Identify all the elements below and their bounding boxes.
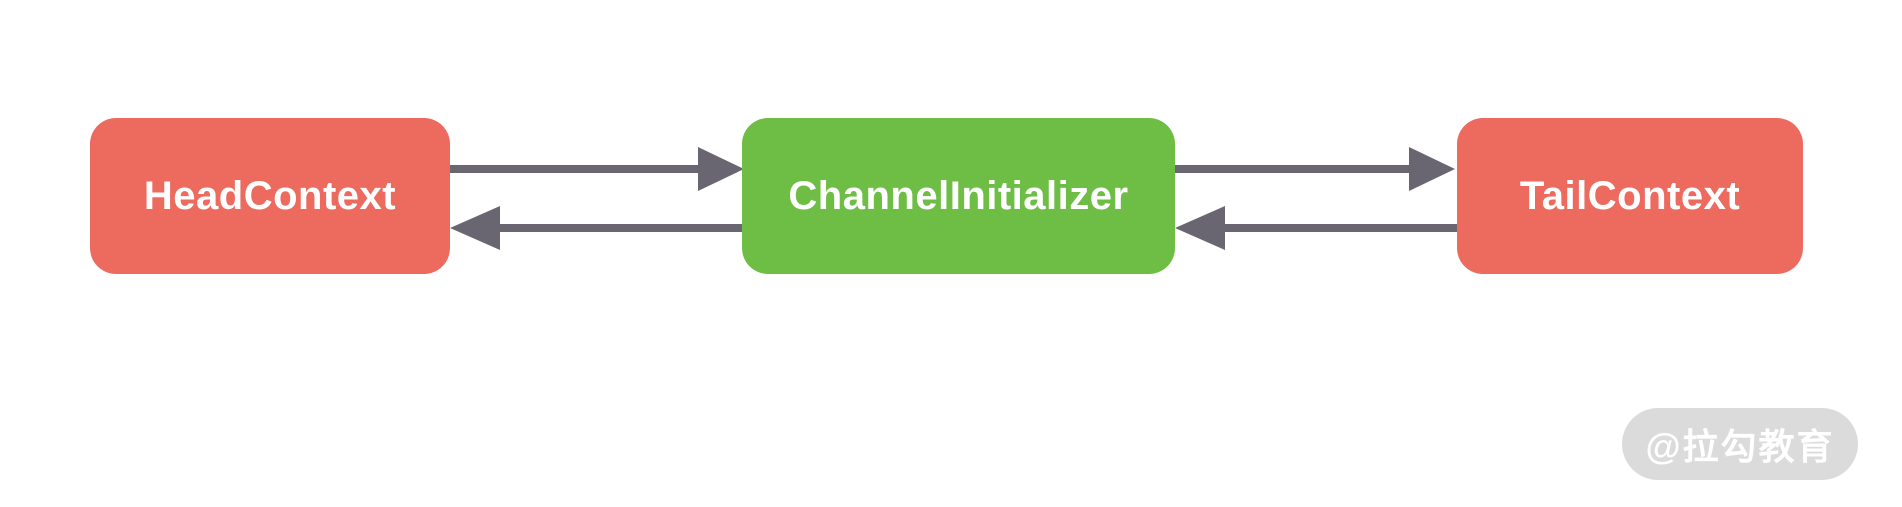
node-headcontext-label: HeadContext	[143, 173, 397, 218]
node-channelinitializer: ChannelInitializer	[742, 118, 1175, 274]
node-headcontext: HeadContext	[90, 118, 450, 274]
edge-initializer-to-tail	[1175, 147, 1455, 191]
edge-tail-to-initializer	[1175, 206, 1457, 250]
node-channelinitializer-label: ChannelInitializer	[788, 173, 1129, 218]
watermark-text: @拉勾教育	[1645, 426, 1835, 467]
arrowhead-left-icon	[1175, 206, 1225, 250]
node-tailcontext-label: TailContext	[1519, 173, 1741, 218]
edge-initializer-to-head	[450, 206, 744, 250]
arrowhead-right-icon	[1409, 147, 1455, 191]
node-tailcontext: TailContext	[1457, 118, 1803, 274]
watermark-badge: @拉勾教育	[1622, 408, 1858, 480]
edge-head-to-initializer	[450, 147, 744, 191]
arrowhead-left-icon	[450, 206, 500, 250]
arrowhead-right-icon	[698, 147, 744, 191]
